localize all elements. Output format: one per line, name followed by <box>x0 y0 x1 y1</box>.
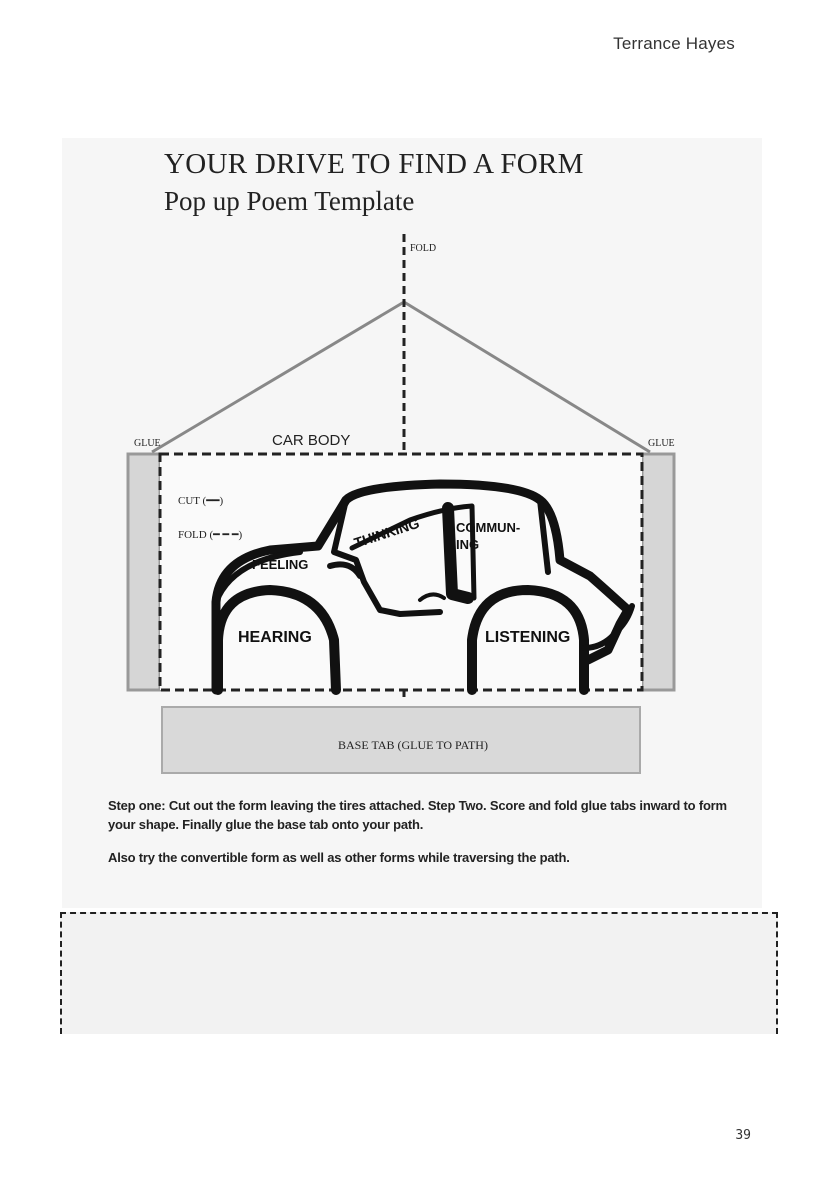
glue-left-label: GLUE <box>134 438 161 449</box>
vehicle-strip-frame <box>60 912 778 1034</box>
glue-tab-right <box>640 452 676 692</box>
car-silhouette <box>211 479 635 695</box>
fold-legend: FOLD (━ ━ ━) <box>178 529 243 541</box>
template-subtitle: Pop up Poem Template <box>164 186 415 216</box>
listening-label: LISTENING <box>485 629 570 646</box>
base-tab-label: BASE TAB (GLUE TO PATH) <box>338 738 488 752</box>
wheel-arch-right <box>467 585 589 695</box>
instructions-also: Also try the convertible form as well as… <box>108 850 570 865</box>
wheel-arch-left <box>213 585 341 695</box>
communing-label-line1: COMMUN- <box>456 520 520 535</box>
hearing-label: HEARING <box>238 629 312 646</box>
glue-right-label: GLUE <box>648 438 675 449</box>
communing-label-line2: ING <box>456 537 479 552</box>
cut-legend: CUT (━━) <box>178 495 223 507</box>
page-number: 39 <box>735 1128 751 1143</box>
template-title: YOUR DRIVE TO FIND A FORM <box>164 148 584 180</box>
car-body-label: CAR BODY <box>272 432 350 449</box>
base-tab <box>161 706 641 774</box>
instructions-step: Step one: Cut out the form leaving the t… <box>108 798 727 832</box>
glue-tab-left <box>126 452 162 692</box>
roof-fold-lines <box>151 300 651 454</box>
fold-top-label: FOLD <box>410 243 436 254</box>
feeling-label: FEELING <box>252 557 308 572</box>
running-head-author: Terrance Hayes <box>613 34 735 53</box>
